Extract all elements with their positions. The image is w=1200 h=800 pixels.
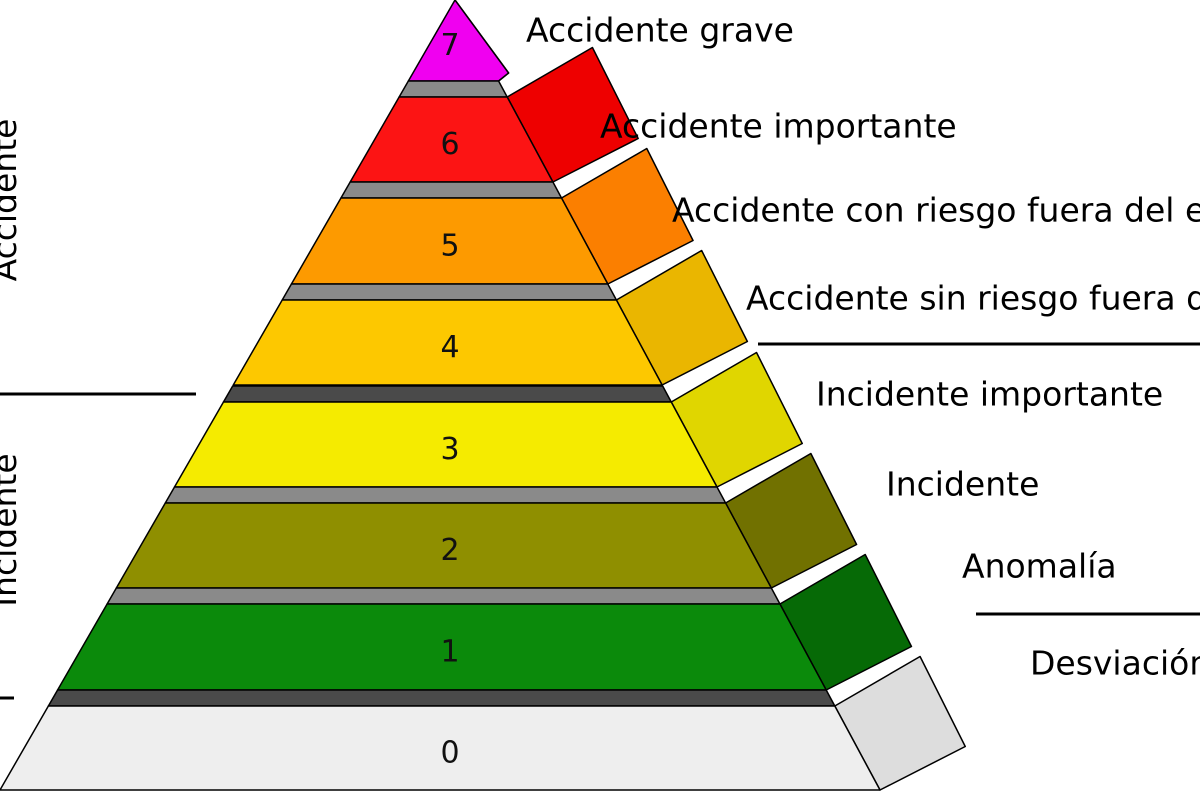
level-3-number: 3 xyxy=(440,432,459,467)
level-4-number: 4 xyxy=(440,330,459,365)
level-1-number: 1 xyxy=(440,635,459,670)
group-label-accidente: Accidente xyxy=(0,119,24,282)
level-5-number: 5 xyxy=(440,229,459,264)
level-4-label: Accidente sin riesgo fuera del emplazami… xyxy=(746,279,1200,318)
level-0-front xyxy=(0,705,881,791)
level-0-gap xyxy=(47,689,836,707)
level-5-gap xyxy=(340,181,563,199)
level-5-label: Accidente con riesgo fuera del emplazami… xyxy=(672,191,1200,230)
level-4-gap xyxy=(281,283,618,301)
level-6-number: 6 xyxy=(440,127,459,162)
group-label-incidente: Incidente xyxy=(0,453,24,606)
level-6-gap xyxy=(398,80,508,98)
level-3-label: Incidente importante xyxy=(816,375,1163,414)
level-3-gap xyxy=(222,385,673,403)
level-1-gap xyxy=(106,587,781,605)
level-1-label: Anomalía xyxy=(962,547,1117,586)
level-0-number: 0 xyxy=(440,736,459,771)
level-2-label: Incidente xyxy=(886,465,1039,504)
level-0-label: Desviación xyxy=(1030,644,1200,683)
level-4-front xyxy=(232,299,663,386)
level-6-label: Accidente importante xyxy=(600,107,957,146)
level-2-number: 2 xyxy=(440,533,459,568)
level-7-label: Accidente grave xyxy=(526,11,794,50)
level-7-number: 7 xyxy=(440,28,459,63)
level-2-gap xyxy=(164,486,727,504)
group-dividers xyxy=(0,342,1200,700)
